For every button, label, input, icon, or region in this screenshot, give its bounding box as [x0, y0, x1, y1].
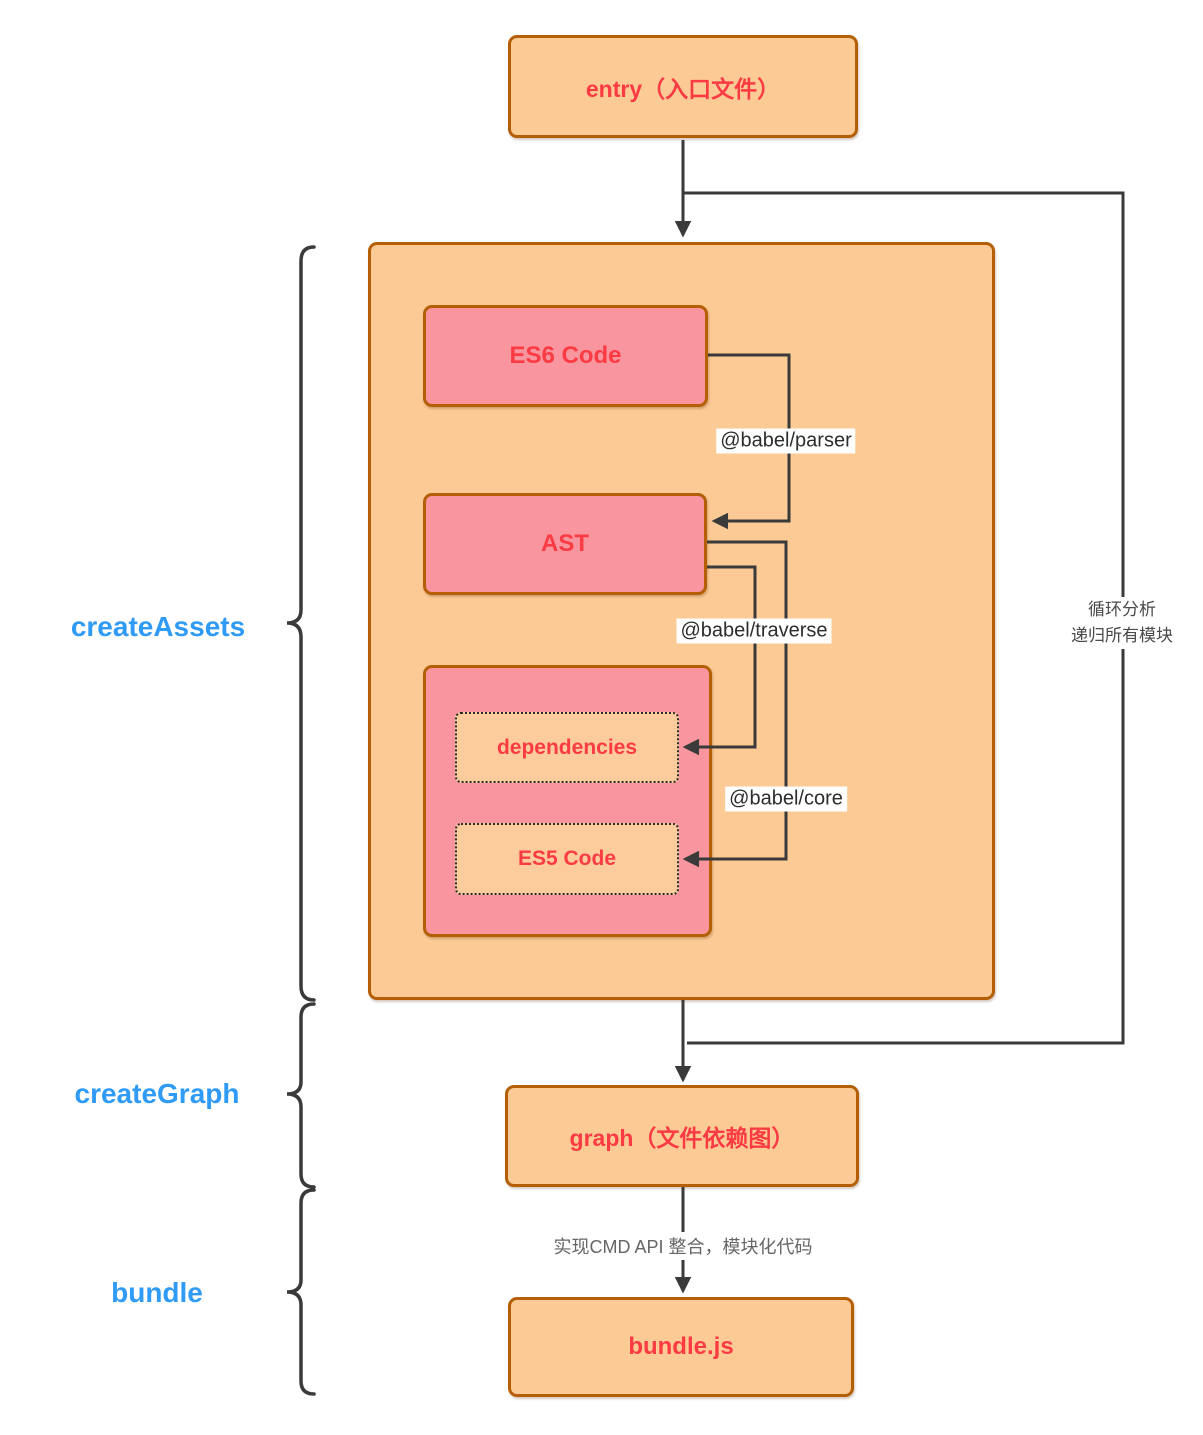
- edge-ast-to-es5: [682, 540, 788, 868]
- brace-create-assets: [286, 245, 316, 1002]
- edge-label-babel-core: @babel/core: [725, 786, 847, 812]
- stage-label-create-assets: createAssets: [70, 611, 246, 642]
- edge-label-babel-traverse: @babel/traverse: [676, 618, 832, 644]
- stage-label-create-graph: createGraph: [74, 1078, 240, 1109]
- node-ast: AST: [423, 493, 707, 595]
- node-entry-label: entry（入口文件）: [585, 75, 781, 102]
- node-graph: graph（文件依赖图）: [505, 1085, 859, 1187]
- loop-annotation-line2: 递归所有模块: [1071, 626, 1173, 645]
- node-es5-label: ES5 Code: [517, 847, 617, 870]
- brace-create-graph: [286, 1002, 316, 1189]
- node-bundle-js-label: bundle.js: [628, 1333, 734, 1360]
- cmd-api-note: 实现CMD API 整合，模块化代码: [549, 1232, 817, 1260]
- node-es5-code: ES5 Code: [455, 823, 679, 895]
- node-dependencies: dependencies: [455, 712, 679, 783]
- edge-ast-to-dependencies: [682, 565, 757, 756]
- node-bundle-js: bundle.js: [508, 1297, 854, 1397]
- brace-bundle: [286, 1188, 316, 1396]
- node-es6-label: ES6 Code: [509, 342, 622, 369]
- edge-label-babel-parser: @babel/parser: [716, 428, 856, 454]
- node-es6-code: ES6 Code: [423, 305, 708, 407]
- loop-annotation: 循环分析 递归所有模块: [1067, 597, 1177, 649]
- stage-label-bundle: bundle: [111, 1277, 203, 1308]
- node-graph-label: graph（文件依赖图）: [569, 1125, 795, 1151]
- loop-annotation-line1: 循环分析: [1088, 600, 1156, 619]
- node-entry: entry（入口文件）: [508, 35, 858, 138]
- node-ast-label: AST: [541, 530, 589, 557]
- node-dependencies-label: dependencies: [496, 735, 638, 759]
